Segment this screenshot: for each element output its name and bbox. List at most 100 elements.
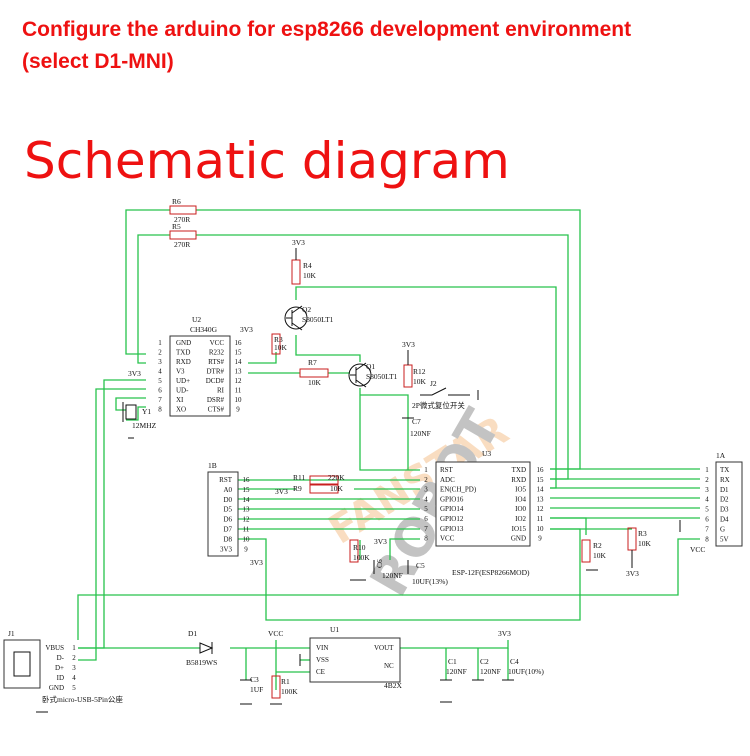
u2-pin-number: 4 [158,368,162,376]
svg-text:R11: R11 [293,473,305,482]
svg-text:3V3: 3V3 [374,537,387,546]
header-1a-pin-name: D3 [720,506,729,514]
svg-text:VIN: VIN [316,644,328,652]
u3-pin-name: IO2 [515,515,526,523]
u3-pin-number: 6 [424,515,428,523]
j1-pin-number: 5 [72,684,76,692]
resistor-r11: R11 220K [293,473,345,485]
header-1b-pin-name: RST [219,476,233,484]
u2-pin-number: 12 [235,377,243,385]
svg-text:10K: 10K [638,539,652,548]
svg-text:3V3: 3V3 [402,340,415,349]
u2-pin-name: V3 [176,368,185,376]
u2-pin-name: RXD [176,358,191,366]
capacitor-c4: C4 10UF(10%) 3V3 [498,629,544,681]
u2-pin-number: 15 [235,349,243,357]
u3-pin-number: 15 [537,476,545,484]
u3-pin-number: 11 [537,515,544,523]
u3-pin-name: GPIO16 [440,495,464,503]
svg-text:1B: 1B [208,461,217,470]
u2-pin-number: 9 [236,406,240,414]
svg-text:ESP-12F(ESP8266MOD): ESP-12F(ESP8266MOD) [452,568,530,577]
capacitor-c2: C2 120NF [472,657,501,681]
u2-pin-name: UD- [176,387,189,395]
j1-pin-number: 3 [72,664,76,672]
u2-pin-name: DTR# [207,368,225,376]
header-1b-pin-number: 9 [244,545,248,553]
resistor-r7: R7 10K [299,358,329,387]
u3-pin-number: 2 [424,476,428,484]
svg-text:R12: R12 [413,367,426,376]
u3-pin-name: GND [511,535,526,543]
svg-text:120NF: 120NF [382,571,403,580]
svg-text:1UF: 1UF [250,685,263,694]
svg-text:VOUT: VOUT [374,644,394,652]
svg-text:4B2X: 4B2X [384,681,403,690]
ground-symbols [36,437,681,713]
u2-pin-number: 3 [158,358,162,366]
svg-text:220K: 220K [328,473,345,482]
svg-text:10K: 10K [330,484,344,493]
header-1b-pin-number: 12 [243,516,251,524]
svg-text:2P微式复位开关: 2P微式复位开关 [412,400,465,410]
svg-text:270R: 270R [174,215,190,224]
resistor-r3-gpio: R3 10K 3V3 [626,527,652,578]
header-1a-pin-number: 2 [705,476,709,484]
svg-text:D1: D1 [188,629,197,638]
u3-pin-number: 14 [537,486,545,494]
header-1a-pin-number: 6 [705,516,709,524]
resistor-r3-q2: R3 10K [271,333,288,355]
resistor-r6: R6 270R [169,197,197,224]
header-1a-pin-number: 8 [705,535,709,543]
u3-pin-number: 8 [424,535,428,543]
capacitor-c6: C6 120NF [373,559,403,580]
svg-text:10K: 10K [593,551,607,560]
u3-pin-number: 9 [538,535,542,543]
header-1b-pin-number: 10 [243,535,251,543]
resistor-r5: R5 270R [169,222,197,249]
u3-pin-name: IO5 [515,486,526,494]
page-title: Schematic diagram [24,132,510,190]
resistor-r2: R2 10K [581,539,607,563]
svg-text:120NF: 120NF [410,429,431,438]
svg-text:NC: NC [384,662,394,670]
u2-pin-name: XO [176,406,186,414]
svg-text:3V3: 3V3 [498,629,511,638]
diode-d1: D1 B5819WS [186,629,217,667]
svg-text:R4: R4 [303,261,312,270]
svg-text:3V3: 3V3 [275,487,288,496]
capacitor-c7: C7 120NF [402,417,431,438]
svg-text:10K: 10K [274,343,288,352]
svg-text:12MHZ: 12MHZ [132,421,157,430]
resistor-r1: R1 100K VCC [268,629,298,699]
svg-text:100K: 100K [281,687,298,696]
header-1b-pin-name: D6 [223,516,232,524]
svg-text:R10: R10 [353,543,366,552]
svg-text:R3: R3 [638,529,647,538]
svg-text:R1: R1 [281,677,290,686]
svg-text:C2: C2 [480,657,489,666]
u3-pin-number: 10 [537,525,545,533]
svg-text:C5: C5 [416,561,425,570]
header-1b-pin-name: 3V3 [220,545,233,553]
u2-pin-number: 2 [158,349,162,357]
svg-text:3V3: 3V3 [250,558,263,567]
header-1a-pin-name: 5V [720,535,729,543]
u2-pin-number: 11 [235,387,242,395]
header-1b-pin-name: D5 [223,506,232,514]
header-1a-pin-name: TX [720,466,729,474]
resistor-r10: R10 100K [349,539,370,563]
svg-text:R3: R3 [274,335,283,344]
svg-text:R7: R7 [308,358,317,367]
u3-pin-number: 5 [424,505,428,513]
header-1a-pin-name: D4 [720,516,729,524]
u2-pin-name: DSR# [207,396,225,404]
header-1b-pin-name: D0 [223,496,232,504]
svg-text:10K: 10K [413,377,427,386]
header-1b-pin-number: 16 [243,476,251,484]
svg-text:VCC: VCC [690,545,705,554]
svg-text:10UF(13%): 10UF(13%) [412,577,448,586]
u3-pin-name: GPIO13 [440,525,464,533]
u3-pin-number: 13 [537,495,545,503]
switch-j2: J2 2P微式复位开关 [412,379,479,410]
